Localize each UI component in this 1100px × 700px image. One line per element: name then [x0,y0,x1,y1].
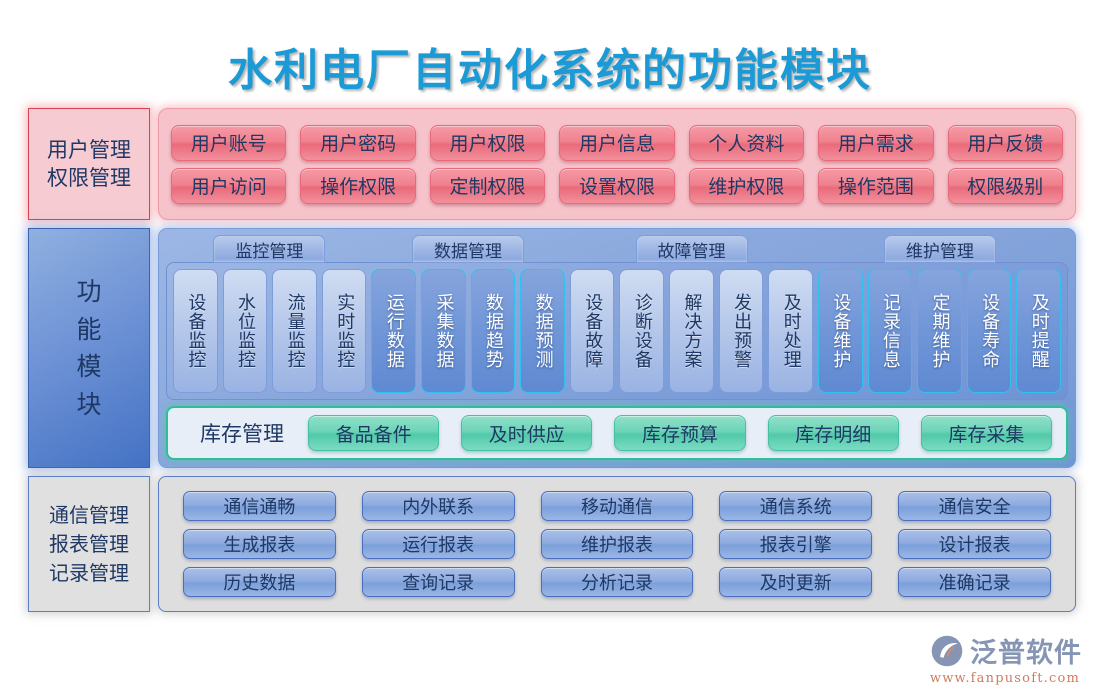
section-function-label-char-4: 块 [76,389,102,419]
section-user-label: 用户管理 权限管理 [28,108,150,220]
user-item[interactable]: 权限级别 [947,167,1063,204]
inventory-item[interactable]: 库存预算 [614,415,746,451]
section-communication-body: 通信通畅 内外联系 移动通信 通信系统 通信安全 生成报表 运行报表 维护报表 … [158,476,1076,612]
brand-url: www.fanpusoft.com [929,671,1080,686]
function-cell[interactable]: 设备故障 [569,269,615,393]
inventory-strip: 库存管理 备品备件 及时供应 库存预算 库存明细 库存采集 [166,406,1068,460]
tab-fault[interactable]: 故障管理 [635,235,748,263]
section-function-label-char-3: 模 [76,352,102,381]
function-cell[interactable]: 数据趋势 [470,269,516,393]
communication-item[interactable]: 通信通畅 [183,491,336,521]
user-item[interactable]: 个人资料 [688,124,805,161]
user-item[interactable]: 用户权限 [429,124,546,161]
brand-logo-top: 泛普软件 [930,631,1082,670]
report-item[interactable]: 设计报表 [898,529,1051,559]
section-function-label-char-2: 能 [76,314,102,344]
fanpu-swoosh-icon [931,635,963,666]
tab-slot-data: 数据管理 [369,235,568,263]
function-cell[interactable]: 采集数据 [421,269,466,393]
section-user-body: 用户账号 用户密码 用户权限 用户信息 个人资料 用户需求 用户反馈 用户访问 … [158,108,1076,220]
user-item[interactable]: 用户反馈 [947,124,1063,161]
function-cell[interactable]: 诊断设备 [619,269,665,393]
user-row-1: 用户账号 用户密码 用户权限 用户信息 个人资料 用户需求 用户反馈 [171,124,1063,161]
tab-maintenance[interactable]: 维护管理 [883,235,996,263]
tab-slot-fault: 故障管理 [567,235,815,263]
section-function-label: 功 能 模 块 [28,228,150,468]
section-user-label-line-2: 权限管理 [47,166,131,190]
function-tabbar: 监控管理 数据管理 故障管理 维护管理 [166,235,1068,263]
section-function-body: 监控管理 数据管理 故障管理 维护管理 设备监控 水位监控 流量监控 [158,228,1076,468]
section-communication: 通信管理 报表管理 记录管理 通信通畅 内外联系 移动通信 通信系统 通信安全 … [28,476,1076,612]
brand-logo: 泛普软件 www.fanpusoft.com [930,631,1082,686]
communication-item[interactable]: 通信安全 [898,491,1051,521]
function-panel: 监控管理 数据管理 故障管理 维护管理 设备监控 水位监控 流量监控 [158,228,1076,468]
tab-monitoring[interactable]: 监控管理 [213,235,326,263]
user-item[interactable]: 用户访问 [171,167,287,204]
communication-row-1: 通信通畅 内外联系 移动通信 通信系统 通信安全 [183,491,1051,521]
report-item[interactable]: 报表引擎 [719,529,873,559]
function-cell[interactable]: 记录信息 [867,269,913,393]
user-item[interactable]: 用户账号 [171,124,287,161]
report-item[interactable]: 生成报表 [183,529,336,559]
user-item[interactable]: 用户密码 [300,124,416,161]
tab-data[interactable]: 数据管理 [412,235,524,263]
function-cell[interactable]: 实时监控 [321,269,367,393]
inventory-item[interactable]: 及时供应 [461,415,593,451]
section-communication-label-line-1: 通信管理 [49,502,129,527]
section-function-modules: 功 能 模 块 监控管理 数据管理 故障管理 维护管理 [28,228,1076,468]
section-communication-label-line-2: 报表管理 [49,531,129,556]
function-cell[interactable]: 解决方案 [669,269,714,393]
function-cell[interactable]: 设备维护 [817,269,863,393]
section-function-label-char-1: 功 [76,277,102,306]
section-user-label-line-1: 用户管理 [47,137,131,162]
section-communication-label-line-3: 记录管理 [49,560,129,585]
user-item[interactable]: 定制权限 [429,167,546,204]
inventory-item[interactable]: 备品备件 [308,415,440,451]
communication-item[interactable]: 通信系统 [719,491,873,521]
function-cell[interactable]: 设备监控 [173,269,218,393]
brand-name: 泛普软件 [970,638,1082,669]
function-cell[interactable]: 及时提醒 [1016,269,1061,393]
inventory-item[interactable]: 库存明细 [767,415,899,451]
inventory-item[interactable]: 库存采集 [920,415,1053,451]
function-cell[interactable]: 定期维护 [917,269,962,393]
communication-row-3: 历史数据 查询记录 分析记录 及时更新 准确记录 [183,567,1051,597]
record-item[interactable]: 分析记录 [540,567,694,597]
tab-slot-monitoring: 监控管理 [170,235,369,263]
record-item[interactable]: 准确记录 [898,567,1051,597]
user-item[interactable]: 维护权限 [688,167,805,204]
record-item[interactable]: 及时更新 [719,567,873,597]
communication-item[interactable]: 移动通信 [540,491,694,521]
tab-slot-maintenance: 维护管理 [816,235,1064,263]
user-item[interactable]: 用户信息 [559,124,675,161]
report-item[interactable]: 运行报表 [361,529,515,559]
section-user-management: 用户管理 权限管理 用户账号 用户密码 用户权限 用户信息 个人资料 用户需求 … [28,108,1076,220]
page-title: 水利电厂自动化系统的功能模块 [228,45,872,96]
inventory-items: 备品备件 及时供应 库存预算 库存明细 库存采集 [302,415,1053,451]
function-cell[interactable]: 数据预测 [520,269,565,393]
record-item[interactable]: 历史数据 [183,567,336,597]
user-item[interactable]: 设置权限 [559,167,675,204]
communication-item[interactable]: 内外联系 [361,491,515,521]
communication-row-2: 生成报表 运行报表 维护报表 报表引擎 设计报表 [183,529,1051,559]
function-cell-grid: 设备监控 水位监控 流量监控 实时监控 运行数据 采集数据 数据趋势 数据预测 … [166,262,1068,400]
function-cell[interactable]: 设备寿命 [966,269,1012,393]
function-cell[interactable]: 流量监控 [272,269,317,393]
user-item[interactable]: 操作范围 [818,167,934,204]
inventory-label: 库存管理 [200,422,284,446]
user-row-2: 用户访问 操作权限 定制权限 设置权限 维护权限 操作范围 权限级别 [171,167,1063,204]
user-item[interactable]: 用户需求 [818,124,934,161]
function-cell[interactable]: 运行数据 [371,269,417,393]
record-item[interactable]: 查询记录 [361,567,515,597]
section-communication-label: 通信管理 报表管理 记录管理 [28,476,150,612]
report-item[interactable]: 维护报表 [540,529,694,559]
user-item[interactable]: 操作权限 [300,167,416,204]
function-cell[interactable]: 发出预警 [718,269,764,393]
function-cell[interactable]: 水位监控 [222,269,268,393]
function-cell[interactable]: 及时处理 [768,269,813,393]
